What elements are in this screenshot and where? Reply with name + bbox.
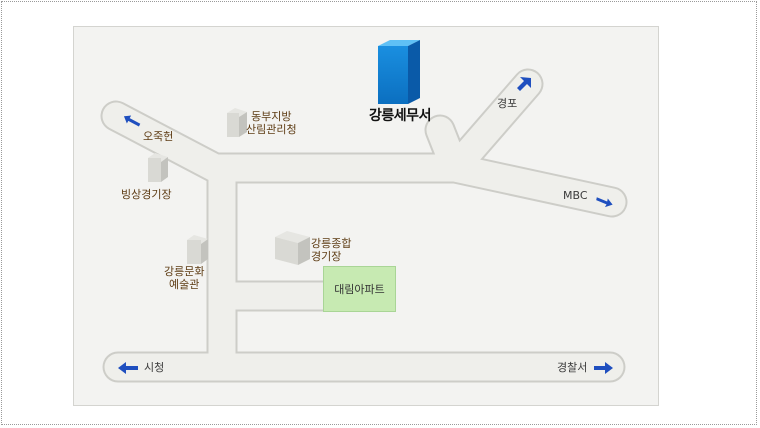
building-stadium: [275, 231, 310, 265]
ice-rink-label: 빙상경기장: [121, 188, 172, 201]
map-panel: [73, 26, 659, 406]
arrow-ojukheon-icon: [123, 115, 141, 127]
road-casing: [100, 68, 628, 383]
dongbu-line2: 산림관리청: [246, 123, 297, 136]
stadium-line2: 경기장: [311, 250, 342, 263]
arrow-mbc-icon: [596, 197, 613, 208]
police-label: 경찰서: [557, 361, 588, 374]
munhwa-line1: 강릉문화: [164, 265, 205, 278]
dongbu-label: 동부지방 산림관리청: [246, 110, 297, 136]
mbc-label: MBC: [563, 189, 588, 202]
arrow-cityhall-icon: [118, 362, 138, 374]
road-fill: [102, 70, 626, 381]
gyeongpo-label: 경포: [497, 97, 518, 110]
apartment-block: 대림아파트: [323, 266, 396, 312]
arrow-police-icon: [594, 362, 613, 374]
building-dongbu: [227, 108, 247, 137]
direction-arrows: [118, 77, 613, 374]
building-munhwa: [187, 235, 208, 264]
tax-office-building: [378, 40, 420, 104]
city-hall-label: 시청: [144, 361, 165, 374]
tax-office-label: 강릉세무서: [369, 108, 431, 124]
ojukheon-label: 오죽헌: [143, 130, 174, 143]
apartment-label: 대림아파트: [334, 283, 385, 296]
building-ice-rink: [148, 153, 168, 182]
dongbu-line1: 동부지방: [251, 110, 292, 123]
stadium-line1: 강릉종합: [311, 237, 352, 250]
munhwa-label: 강릉문화 예술관: [164, 265, 204, 291]
stadium-label: 강릉종합 경기장: [311, 237, 351, 263]
munhwa-line2: 예술관: [169, 278, 200, 291]
arrow-gyeongpo-icon: [517, 77, 531, 91]
